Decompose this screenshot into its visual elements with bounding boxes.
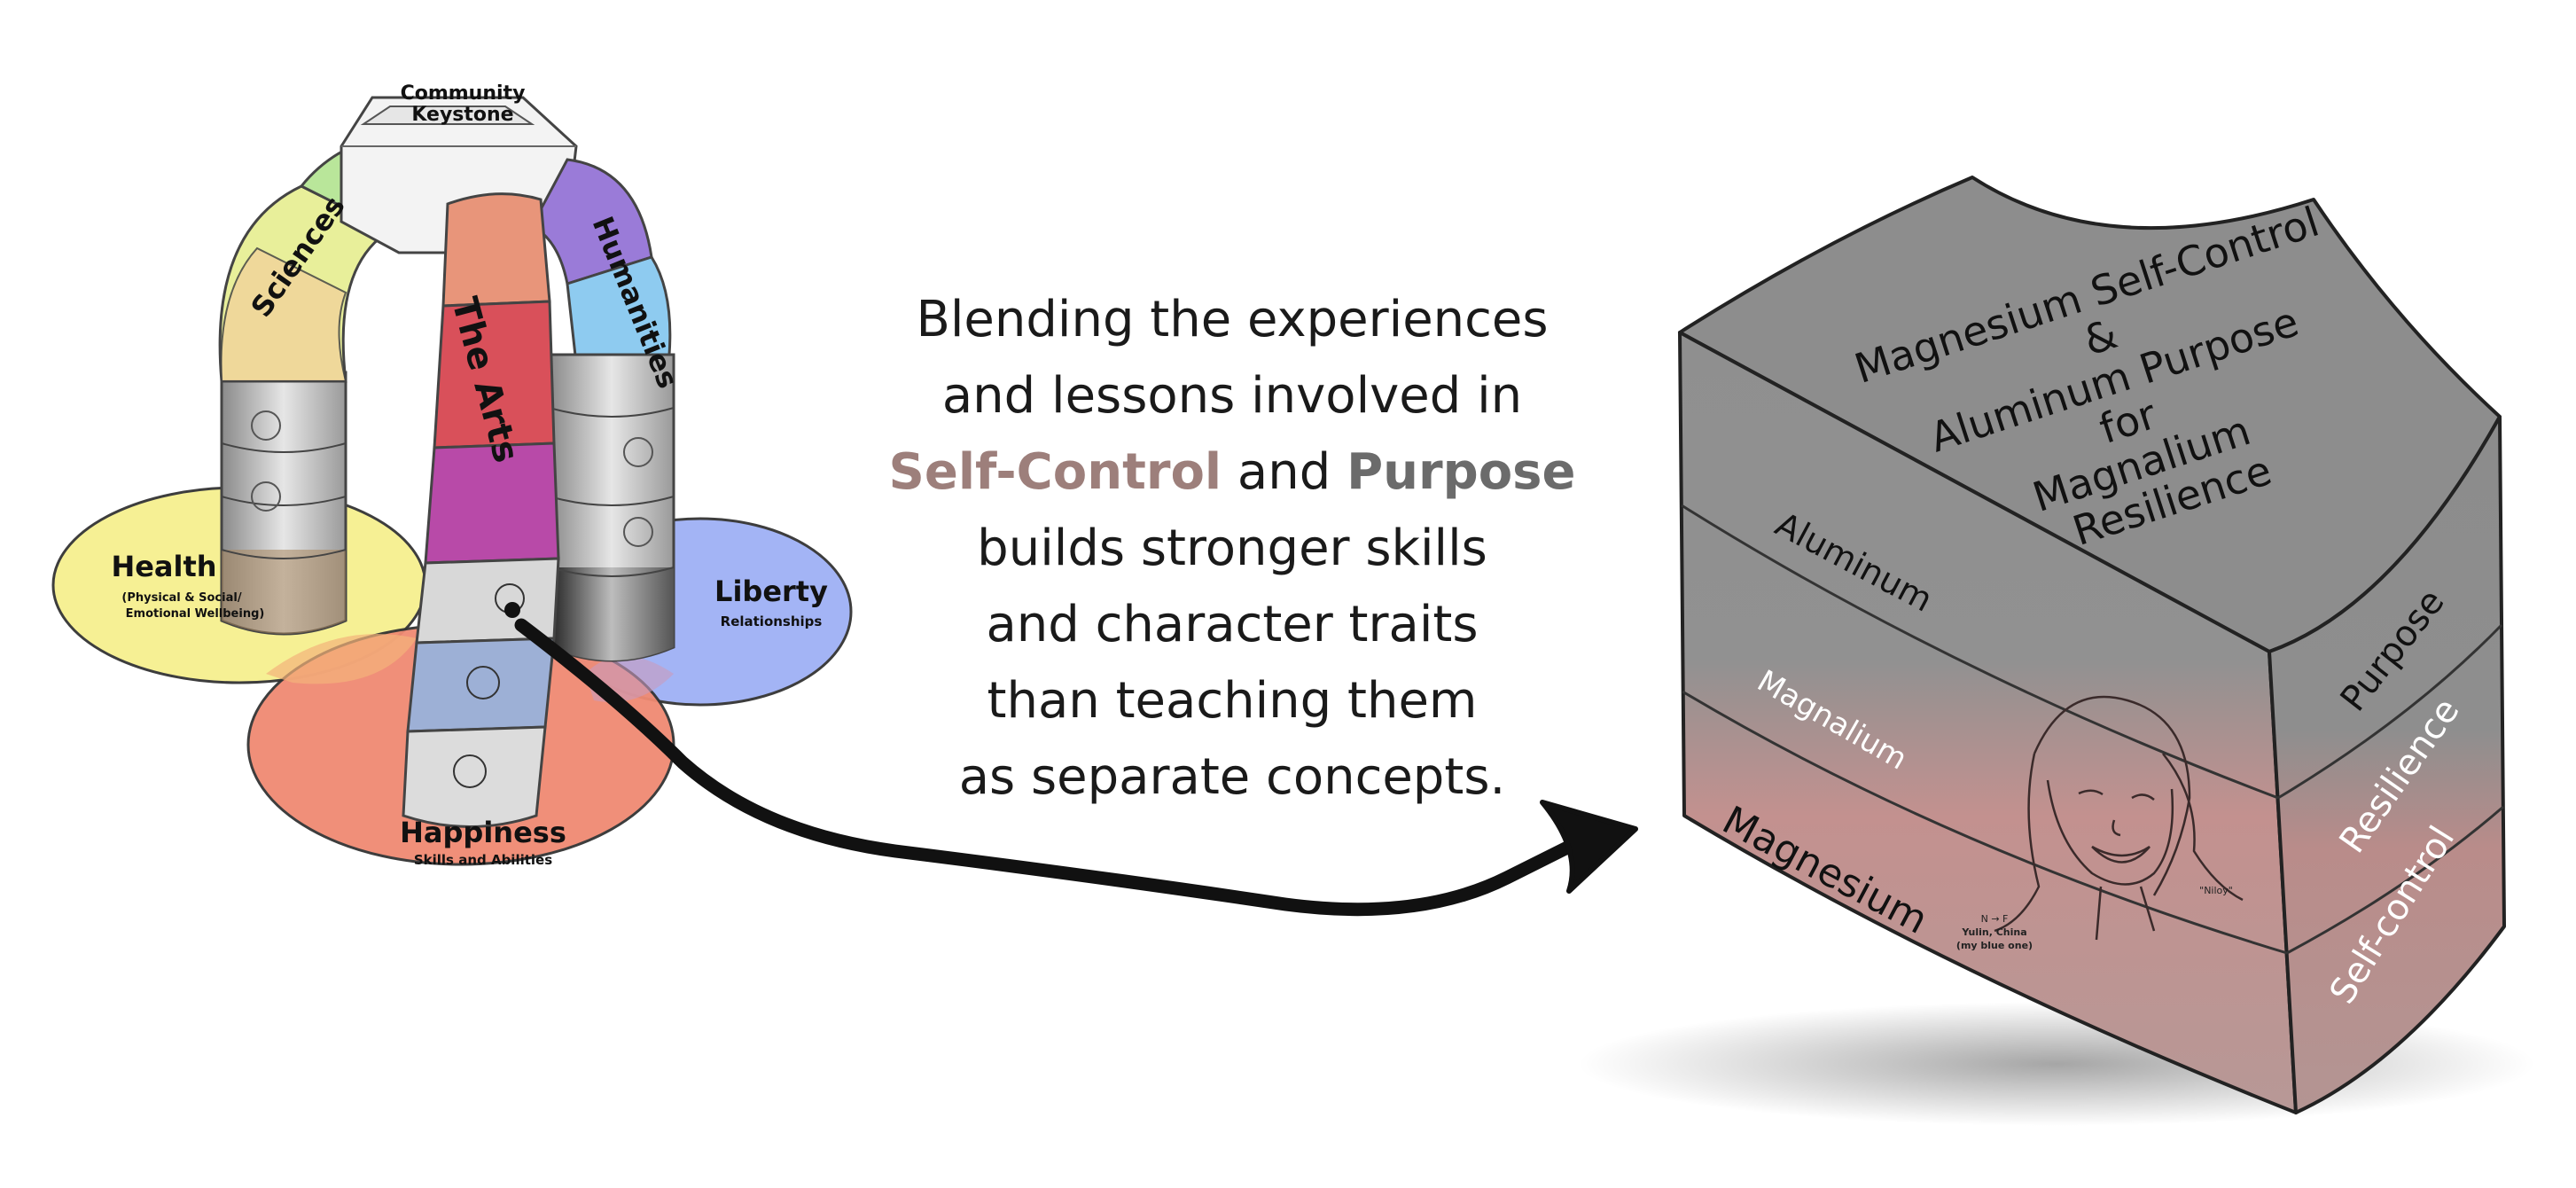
self-control-highlight: Self-Control [888,443,1222,501]
portrait-note-2: Yulin, China [1961,926,2026,938]
liberty-title: Liberty [714,574,828,608]
keystone-label-line2: Keystone [411,104,513,126]
arch-diagram: Community Keystone Sciences Humanities T… [51,82,853,868]
block-side-face [2268,415,2506,1114]
arrow-head-icon [1540,800,1638,894]
statement-line-3: Self-Control and Purpose [833,434,1631,511]
left-pillar [220,371,347,636]
health-sub-1: (Physical & Social/ [121,591,241,605]
statement-line-7: as separate concepts. [958,748,1506,806]
portrait-note-1: N → F [1981,913,2009,925]
purpose-highlight: Purpose [1347,443,1576,501]
statement-line-5: and character traits [986,596,1479,653]
happiness-sub: Skills and Abilities [414,852,552,868]
portrait-sketch [1994,695,2244,941]
keystone-label-line1: Community [401,82,526,105]
connector-arrow [514,618,1638,917]
arts-column [402,192,560,828]
right-pillar [548,353,675,662]
statement-line-1: Blending the experiences [916,291,1549,348]
liberty-sub: Relationships [721,614,823,629]
portrait-nickname: "Niloy" [2199,885,2233,896]
statement-line-6: than teaching them [987,672,1478,730]
happiness-title: Happiness [400,816,566,849]
statement-line-4: builds stronger skills [977,520,1487,577]
humanities-arc [529,158,672,365]
and-connector: and [1222,443,1347,501]
health-title: Health [111,550,216,583]
statement-line-2: and lessons involved in [941,367,1523,425]
center-statement: Blending the experiences and lessons inv… [833,282,1631,816]
health-sub-2: Emotional Wellbeing) [126,607,265,621]
resilience-block: "Niloy" N → F Yulin, China (my blue one)… [1578,176,2535,1126]
portrait-note-3: (my blue one) [1956,940,2033,951]
arrow-origin-dot [504,602,520,618]
